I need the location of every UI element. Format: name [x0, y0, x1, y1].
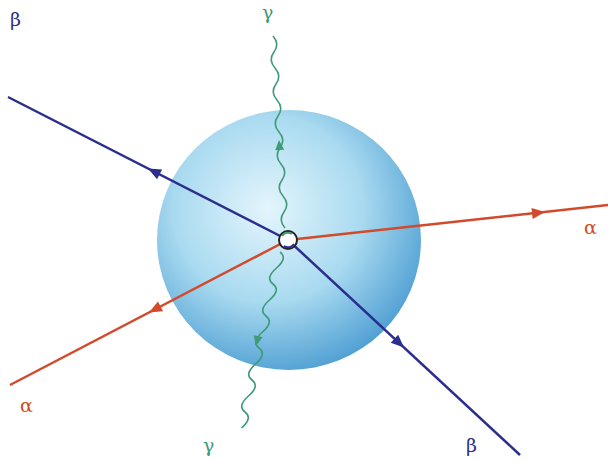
gamma-ray	[271, 36, 287, 228]
alpha-label: α	[584, 216, 597, 238]
alpha-arrowhead	[146, 302, 163, 318]
gamma-arrowhead	[275, 140, 285, 151]
gamma-label: γ	[203, 434, 214, 456]
alpha-ray	[10, 240, 288, 385]
gamma-ray	[242, 252, 284, 428]
beta-arrowhead	[391, 335, 408, 352]
beta-label: β	[466, 434, 477, 456]
atom-sphere	[157, 110, 421, 370]
beta-label: β	[10, 8, 21, 30]
alpha-label: α	[20, 394, 33, 416]
nucleus-symbol	[279, 231, 297, 249]
gamma-arrowhead	[252, 335, 263, 347]
gamma-label: γ	[262, 1, 273, 23]
alpha-ray	[288, 205, 608, 240]
alpha-arrowhead	[531, 207, 545, 219]
beta-ray	[288, 240, 520, 455]
beta-ray	[8, 97, 288, 240]
beta-arrowhead	[145, 164, 162, 180]
